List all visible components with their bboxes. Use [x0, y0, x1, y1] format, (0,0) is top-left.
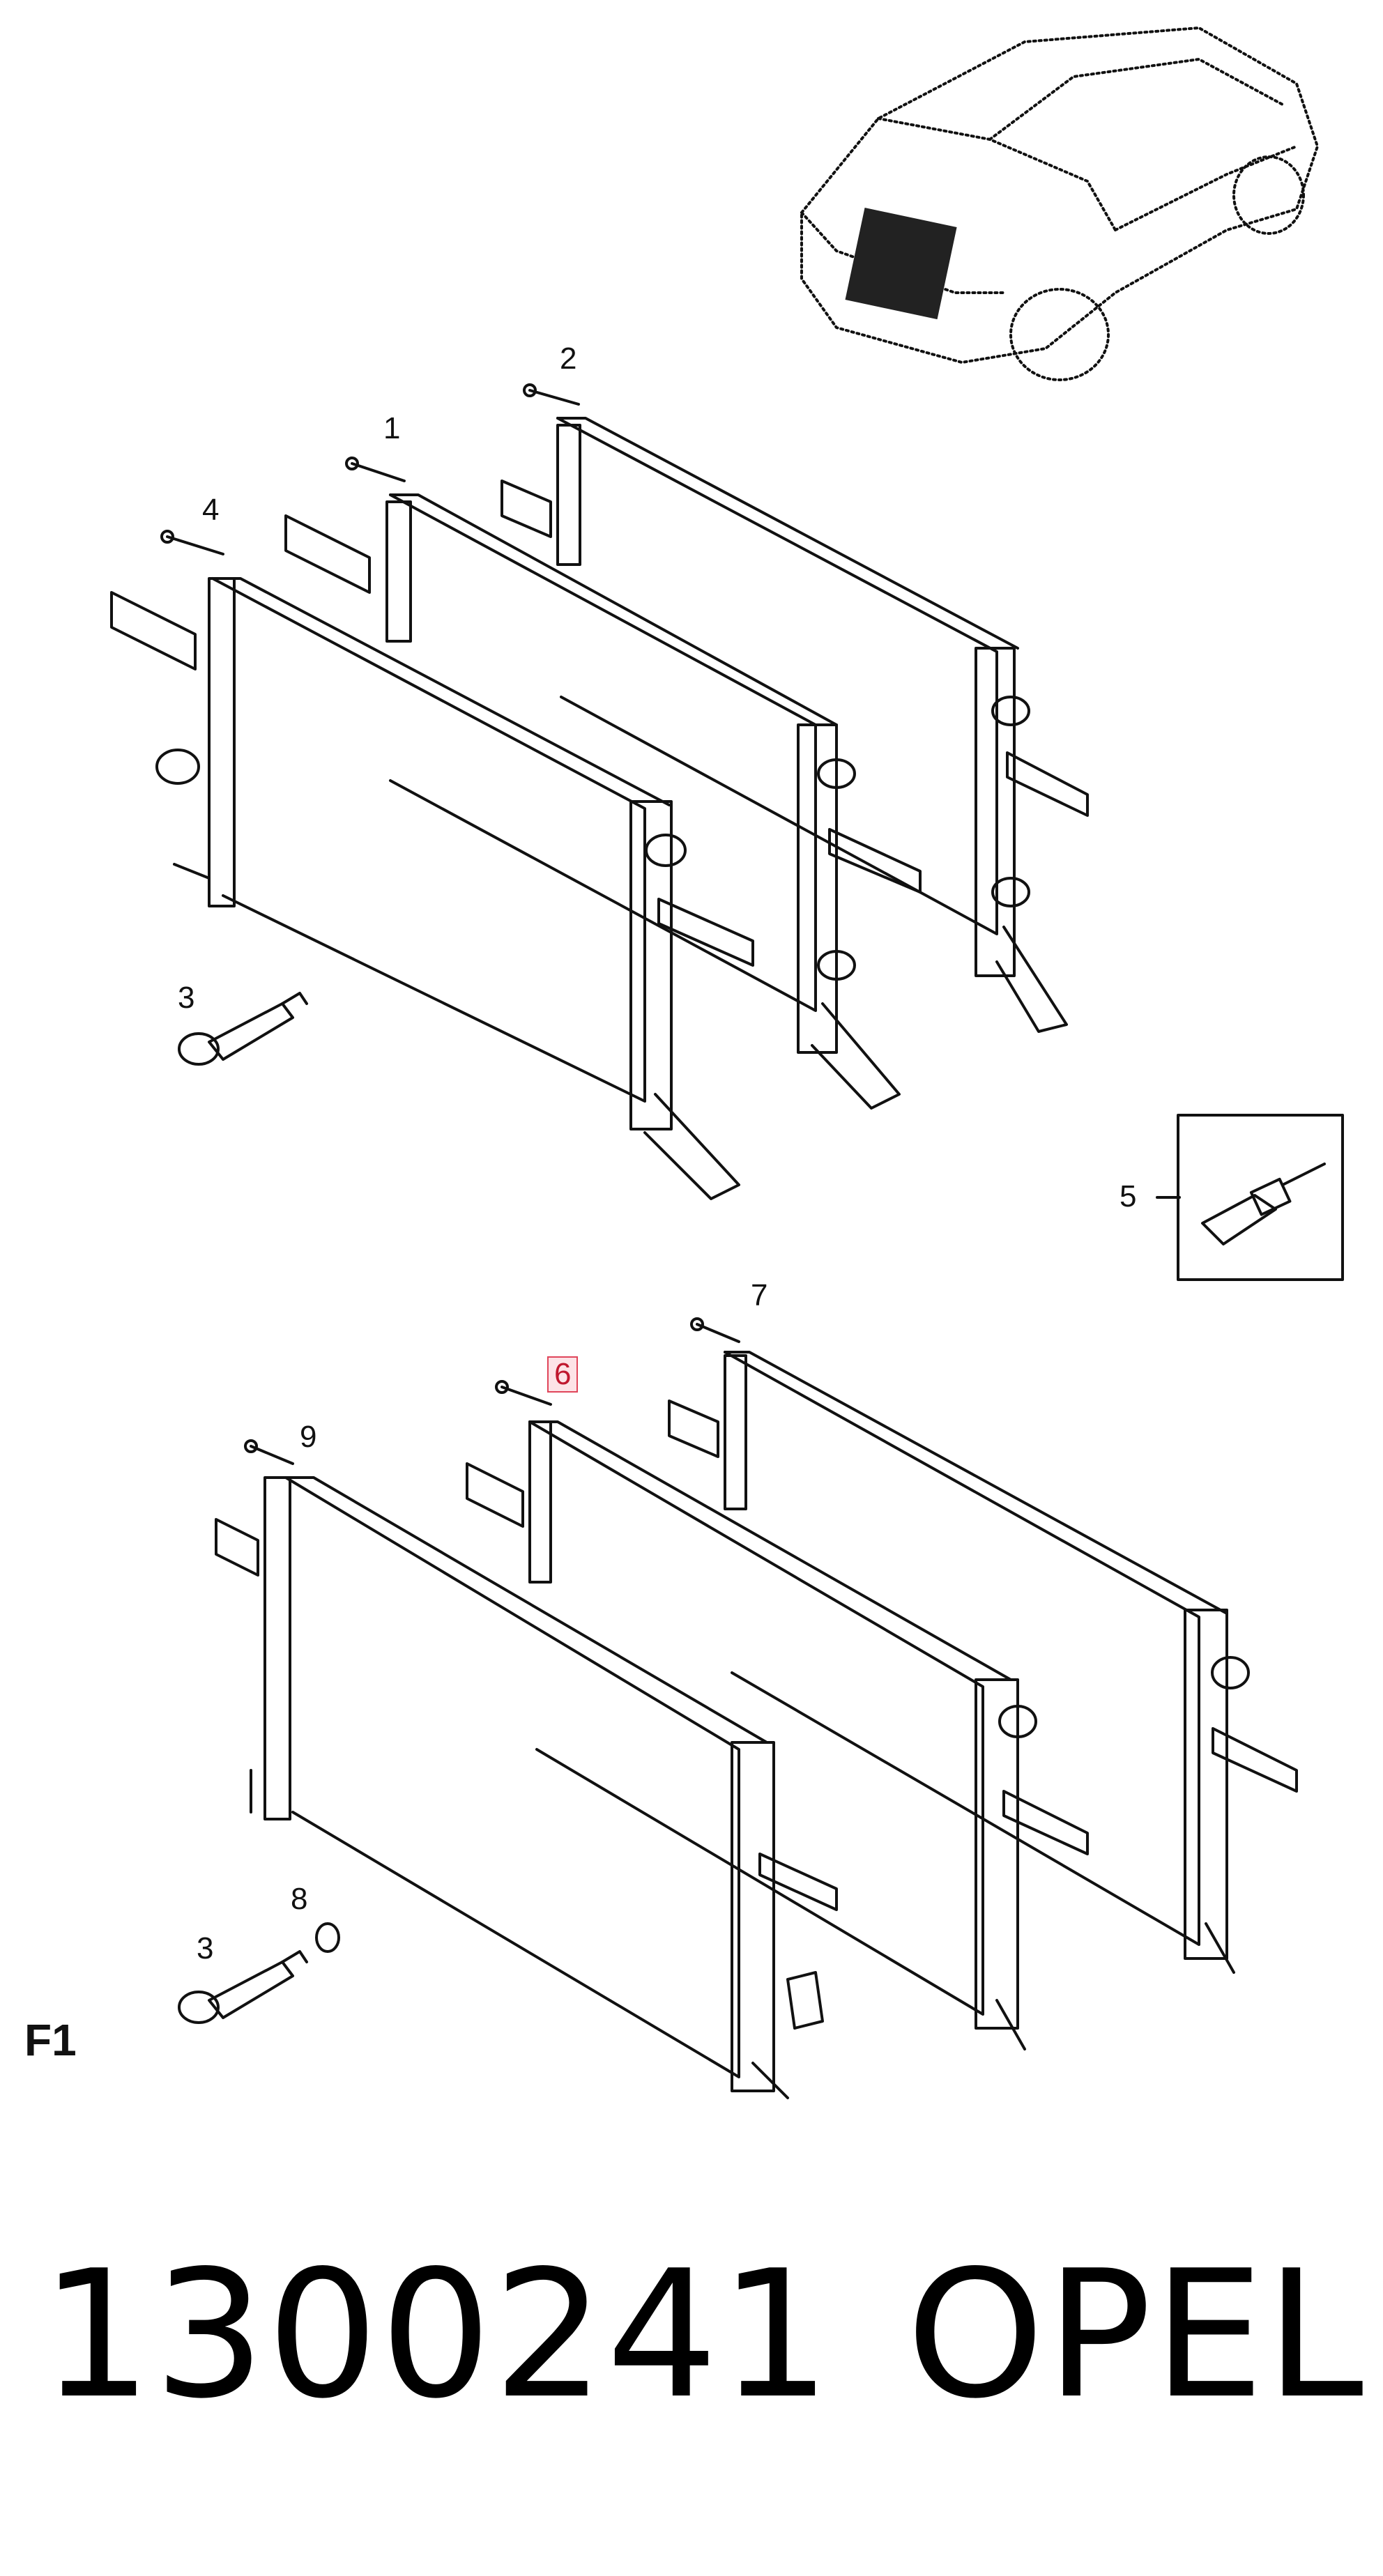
callout-1: 1: [383, 411, 401, 445]
radiator-2: [501, 383, 1089, 1033]
callout-3-upper: 3: [178, 981, 195, 1015]
section-tag: F1: [24, 2015, 77, 2065]
bleed-screw-upper: [178, 992, 308, 1066]
callout-4: 4: [202, 493, 220, 527]
vehicle-outline: [800, 26, 1319, 381]
callout-6[interactable]: 6: [547, 1356, 579, 1393]
radiator-4: [110, 530, 754, 1200]
radiator-7: [668, 1317, 1298, 1974]
radiator-6: [466, 1380, 1089, 2050]
brand-name: OPEL: [906, 2233, 1365, 2437]
bleed-screw-lower: [178, 1950, 308, 2024]
radiator-9: [215, 1439, 838, 2099]
callout-3-lower: 3: [197, 1931, 214, 1965]
radiator-1: [284, 457, 922, 1110]
vehicle-radiator-highlight: [845, 207, 957, 320]
callout-5: 5: [1120, 1179, 1137, 1213]
callout-7: 7: [751, 1278, 768, 1312]
callout-9: 9: [300, 1420, 317, 1454]
part-number: 1300241: [40, 2233, 833, 2437]
callout-2: 2: [560, 342, 577, 376]
o-ring: [315, 1922, 340, 1953]
callout-8: 8: [291, 1882, 308, 1916]
temperature-sensor: [1201, 1163, 1326, 1245]
